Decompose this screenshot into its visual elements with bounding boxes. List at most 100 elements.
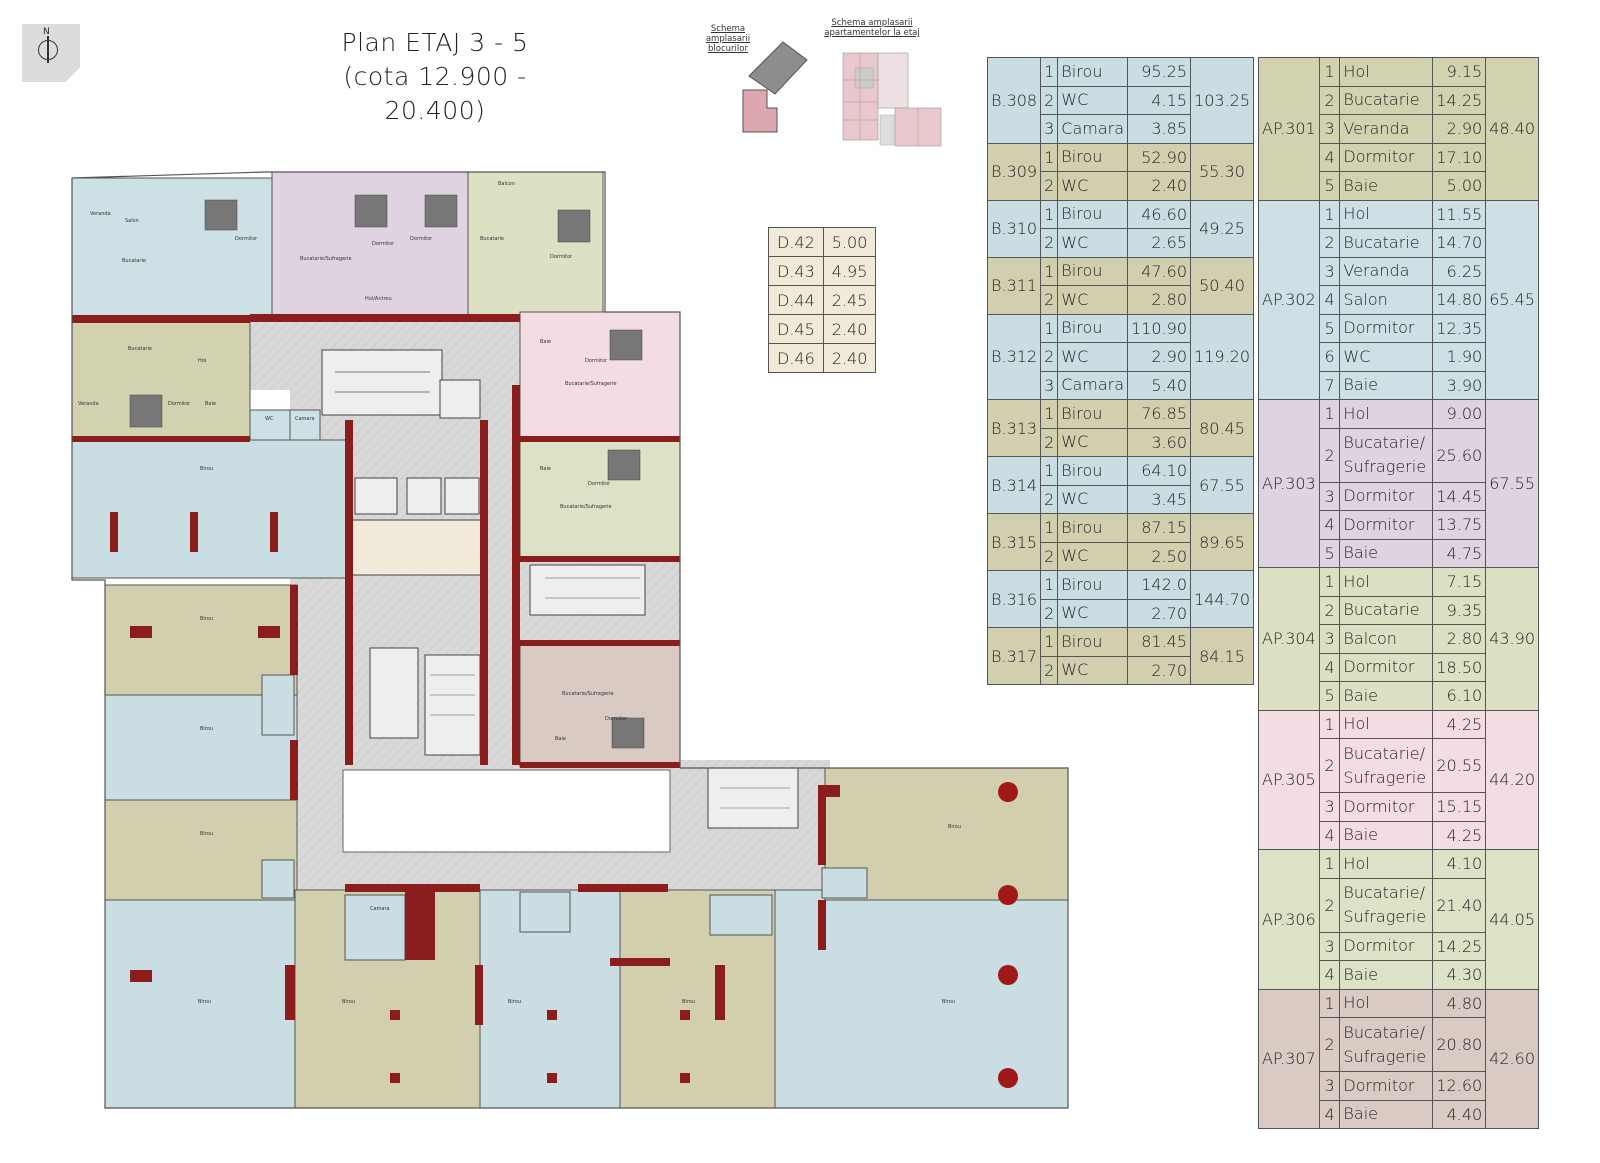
apartment-306 [519, 437, 681, 559]
room-area: 4.10 [1432, 849, 1487, 879]
room-name: Camara [1057, 114, 1129, 144]
room-name: Hol [1339, 709, 1434, 739]
room-number: 7 [1318, 370, 1341, 400]
plan-title-line2: (cota 12.900 - 20.400) [343, 62, 527, 125]
schema-blocks-label: Schema amplasarii blocurilor [705, 24, 751, 54]
room-area: 12.60 [1432, 1071, 1487, 1101]
room-number: 1 [1318, 57, 1341, 87]
svg-text:Baie: Baie [540, 339, 551, 345]
svg-text:Bucatarie/Sufragerie: Bucatarie/Sufragerie [300, 256, 352, 262]
stair-core-mid [424, 654, 481, 756]
room-area: 6.10 [1432, 681, 1487, 711]
svg-text:Bucatarie: Bucatarie [122, 258, 146, 264]
svg-text:Hol: Hol [198, 358, 206, 364]
room-name: Dormitor [1339, 1071, 1434, 1101]
svg-text:Hol/Antreu: Hol/Antreu [365, 296, 392, 302]
room-area: 2.50 [1127, 541, 1192, 571]
room-name: WC [1339, 342, 1434, 372]
door-name: D.45 [768, 314, 824, 344]
door-value: 2.40 [822, 343, 877, 373]
room-area: 9.15 [1432, 57, 1487, 87]
room-name: Bucatarie [1339, 595, 1434, 625]
elevator-5 [369, 647, 419, 739]
room-area: 52.90 [1127, 142, 1192, 172]
room-area: 76.85 [1127, 399, 1192, 429]
room-number: 4 [1318, 142, 1341, 172]
room-number: 4 [1318, 652, 1341, 682]
svg-text:Birou: Birou [948, 824, 961, 830]
room-number: 2 [1040, 285, 1059, 315]
room-area: 18.50 [1432, 652, 1487, 682]
door-name: D.44 [768, 285, 824, 315]
office-total: 50.40 [1190, 256, 1255, 315]
room-number: 2 [1040, 427, 1059, 457]
room-area: 87.15 [1127, 513, 1192, 543]
room-area: 17.10 [1432, 142, 1487, 172]
room-name: Salon [1339, 285, 1434, 315]
room-area: 7.15 [1432, 567, 1487, 597]
office-total: 103.25 [1190, 57, 1255, 144]
apartment-304 [467, 171, 604, 321]
room-area: 95.25 [1127, 57, 1192, 87]
room-number: 2 [1040, 228, 1059, 258]
office-name: B.308 [986, 57, 1042, 144]
elevator-4 [444, 477, 480, 515]
outer-walls [71, 171, 1069, 1109]
apartment-total: 48.40 [1485, 57, 1539, 201]
room-name: Dormitor [1339, 510, 1434, 540]
room-number: 1 [1040, 399, 1059, 429]
room-number: 2 [1040, 484, 1059, 514]
apartment-total: 44.20 [1485, 709, 1539, 850]
room-area: 142.0 [1127, 570, 1192, 600]
room-number: 1 [1318, 849, 1341, 879]
room-number: 5 [1318, 171, 1341, 201]
apartments-schema-icon [842, 52, 942, 147]
floor-plan: Veranda Salon Bucatarie Dormitor Bucatar… [71, 171, 1069, 1109]
room-name: Bucatarie/ Sufragerie [1339, 1017, 1434, 1072]
svg-text:Veranda: Veranda [78, 401, 99, 407]
room-area: 3.60 [1127, 427, 1192, 457]
wc-b317 [821, 867, 868, 899]
room-name: Baie [1339, 960, 1434, 990]
svg-text:Camara: Camara [295, 416, 315, 422]
svg-text:Dormitor: Dormitor [235, 236, 258, 242]
elevator-1 [439, 379, 481, 419]
room-name: Veranda [1339, 114, 1434, 144]
room-area: 4.25 [1432, 820, 1487, 850]
room-number: 1 [1318, 199, 1341, 229]
door-name: D.43 [768, 256, 824, 286]
room-number: 2 [1318, 1017, 1341, 1072]
room-area: 15.15 [1432, 792, 1487, 822]
svg-text:Baie: Baie [205, 401, 216, 407]
office-name: B.314 [986, 456, 1042, 514]
apartment-name: AP.307 [1258, 988, 1320, 1129]
room-name: Birou [1057, 313, 1129, 343]
room-name: WC [1057, 85, 1129, 115]
room-name: Hol [1339, 849, 1434, 879]
svg-text:Baie: Baie [555, 736, 566, 742]
room-number: 3 [1318, 481, 1341, 511]
room-number: 2 [1318, 877, 1341, 933]
apartment-302 [71, 177, 273, 319]
room-area: 25.60 [1432, 427, 1487, 483]
elevator-2 [354, 477, 398, 515]
office-total: 67.55 [1190, 456, 1255, 514]
room-number: 2 [1318, 85, 1341, 115]
stair-core-top [321, 349, 443, 416]
room-number: 2 [1040, 171, 1059, 201]
room-number: 1 [1318, 567, 1341, 597]
wc-b311 [261, 859, 295, 899]
office-total: 119.20 [1190, 313, 1255, 400]
room-area: 20.80 [1432, 1017, 1487, 1072]
room-number: 2 [1040, 342, 1059, 372]
compass-label: N [43, 27, 50, 37]
svg-text:Birou: Birou [508, 999, 521, 1005]
beds [129, 194, 645, 749]
svg-text:Veranda: Veranda [90, 211, 111, 217]
office-total: 55.30 [1190, 142, 1255, 201]
